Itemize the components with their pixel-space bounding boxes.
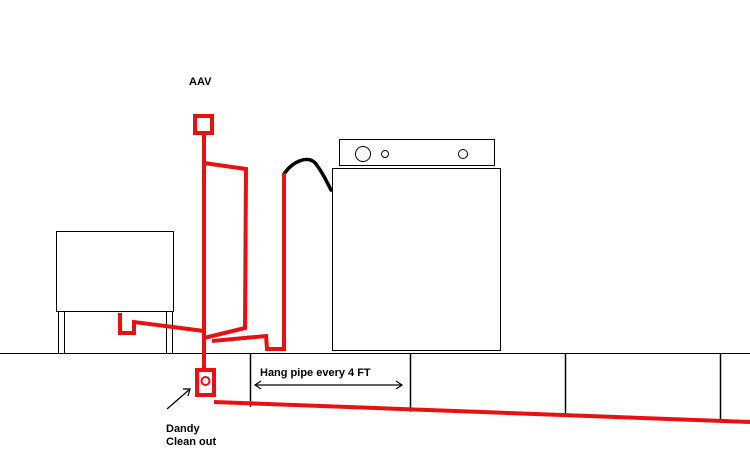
cleanout-label-line2: Clean out bbox=[166, 436, 217, 448]
main-drain bbox=[213, 400, 750, 424]
aav-valve bbox=[193, 114, 214, 135]
washer-drain-hose bbox=[282, 157, 333, 192]
washer-dial-icon bbox=[355, 146, 371, 162]
washing-machine bbox=[332, 139, 501, 351]
aav-label: AAV bbox=[189, 76, 212, 88]
cleanout-plug-icon bbox=[200, 376, 211, 386]
cleanout-box bbox=[195, 368, 216, 397]
vent-branch bbox=[203, 161, 249, 340]
washer-knob-icon bbox=[381, 150, 389, 158]
cleanout-label-line1: Dandy bbox=[166, 423, 200, 435]
laundry-sink bbox=[56, 231, 174, 353]
cleanout-pointer-arrow bbox=[166, 388, 191, 410]
sink-trap-arm bbox=[118, 313, 205, 335]
hang-pipe-label: Hang pipe every 4 FT bbox=[260, 367, 371, 379]
washer-standpipe bbox=[211, 173, 286, 351]
hang-pipe-arrow bbox=[253, 380, 404, 390]
washer-knob-icon bbox=[458, 149, 468, 159]
cleanout-label: Dandy Clean out bbox=[166, 423, 216, 449]
